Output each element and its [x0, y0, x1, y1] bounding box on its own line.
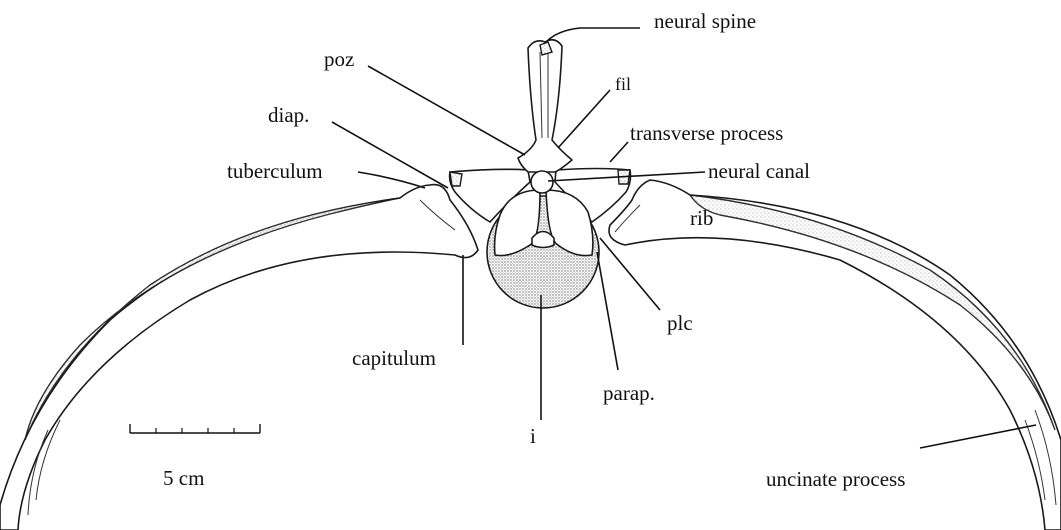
label-rib: rib — [690, 206, 713, 230]
neural-canal-opening — [531, 171, 553, 193]
label-transverse-process: transverse process — [630, 121, 783, 145]
label-tuberculum: tuberculum — [227, 159, 323, 183]
scale-bar-label: 5 cm — [163, 466, 204, 490]
label-uncinate-process: uncinate process — [766, 467, 905, 491]
label-diap: diap. — [268, 103, 309, 127]
label-neural-spine: neural spine — [654, 9, 756, 33]
label-neural-canal: neural canal — [708, 159, 810, 183]
label-i: i — [530, 424, 536, 448]
label-parap: parap. — [603, 381, 655, 405]
neural-spine — [518, 40, 572, 172]
label-poz: poz — [324, 47, 354, 71]
label-fil: fil — [615, 74, 631, 94]
label-plc: plc — [667, 311, 693, 335]
label-capitulum: capitulum — [352, 346, 436, 370]
scale-bar: 5 cm — [130, 424, 260, 490]
centrum — [487, 190, 599, 308]
